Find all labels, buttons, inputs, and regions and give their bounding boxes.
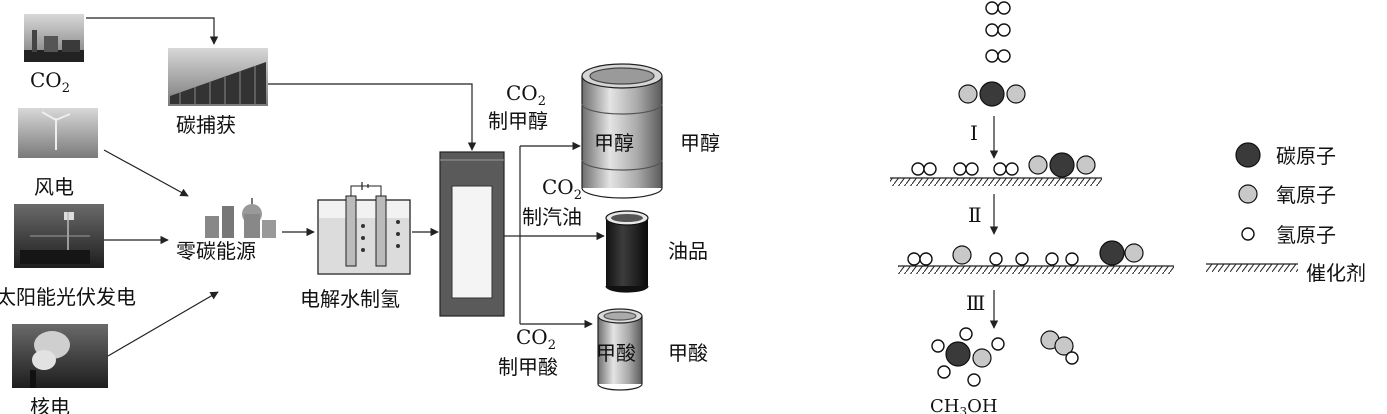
- hydrogen-atom: [997, 23, 1011, 37]
- carbon-atom: [979, 81, 1005, 107]
- catalyst-surface-2: [898, 265, 1174, 274]
- oxygen-atom: [952, 245, 972, 265]
- hydrogen-atom: [907, 252, 921, 266]
- legend-carbon-swatch: [1235, 142, 1261, 168]
- formic-acid-tank: [597, 308, 643, 391]
- hydrogen-atom: [965, 162, 979, 176]
- hydrogen-atom: [1005, 162, 1019, 176]
- solar-photo: [14, 204, 104, 268]
- legend: [1206, 142, 1298, 272]
- hydrogen-atom: [997, 49, 1011, 63]
- electrolysis-label: 电解水制氢: [300, 287, 400, 311]
- product-methanol: 甲醇: [680, 131, 720, 155]
- legend-carbon-label: 碳原子: [1276, 144, 1336, 168]
- oil-tank: [605, 210, 649, 293]
- step-3-label: Ⅲ: [966, 291, 985, 315]
- reactor: [439, 151, 505, 317]
- route-formic-co2: CO2: [516, 325, 556, 353]
- hydrogen-atom: [923, 162, 937, 176]
- product-formic: 甲酸: [668, 341, 708, 365]
- legend-hydrogen-label: 氢原子: [1276, 223, 1336, 247]
- product-formula: CH3OH: [930, 396, 998, 414]
- hydrogen-atom: [1065, 252, 1079, 266]
- solar-label: 太阳能光伏发电: [0, 285, 136, 309]
- hydrogen-atom: [937, 365, 951, 379]
- oxygen-atom: [1124, 243, 1144, 263]
- route-gasoline-co2: CO2: [542, 175, 582, 203]
- branch-arrows: [504, 141, 605, 329]
- route-formic-label: 制甲酸: [498, 355, 558, 379]
- carbon-atom: [1049, 152, 1075, 178]
- oxygen-atom: [1054, 336, 1074, 356]
- hydrogen-atom: [1045, 252, 1059, 266]
- carbon-atom: [1099, 240, 1125, 266]
- oxygen-atom: [1006, 84, 1026, 104]
- methanol-tank-label: 甲醇: [594, 131, 634, 155]
- route-methanol-label: 制甲醇: [488, 109, 548, 133]
- flow-arrows-left: [86, 17, 477, 357]
- legend-catalyst-swatch: [1206, 263, 1298, 272]
- oxygen-atom: [1076, 155, 1096, 175]
- hydrogen-atom: [989, 252, 1003, 266]
- carbon-atom: [945, 341, 971, 367]
- product-oil: 油品: [668, 239, 708, 263]
- catalyst-surface-1: [890, 177, 1102, 186]
- hydrogen-atom: [997, 1, 1011, 15]
- hydrogen-atom: [967, 373, 981, 387]
- hydrogen-atom: [1065, 351, 1079, 365]
- mechanism-diagram: [890, 1, 1174, 387]
- hydrogen-atom: [985, 1, 999, 15]
- wind-label: 风电: [34, 175, 74, 199]
- hydrogen-atom: [959, 327, 973, 341]
- hydrogen-atom: [985, 23, 999, 37]
- nuclear-photo: [12, 324, 108, 388]
- route-gasoline-label: 制汽油: [522, 205, 582, 229]
- formic-tank-label: 甲酸: [596, 341, 636, 365]
- hydrogen-atom: [911, 162, 925, 176]
- zero-carbon-label: 零碳能源: [176, 239, 256, 263]
- oxygen-atom: [958, 84, 978, 104]
- hydrogen-atom: [985, 49, 999, 63]
- co2-label: CO2: [30, 68, 70, 96]
- legend-catalyst-label: 催化剂: [1306, 261, 1366, 285]
- hydrogen-atom: [919, 252, 933, 266]
- electrolysis-cell: [317, 182, 411, 275]
- wind-photo: [18, 108, 98, 158]
- hydrogen-atom: [993, 162, 1007, 176]
- legend-hydrogen-swatch: [1241, 227, 1255, 241]
- hydrogen-atom: [953, 162, 967, 176]
- hydrogen-atom: [991, 337, 1005, 351]
- zero-carbon-city-icon: [205, 198, 276, 238]
- co2-factory-photo: [24, 14, 84, 62]
- step-1-label: Ⅰ: [970, 121, 978, 145]
- route-methanol-co2: CO2: [506, 81, 546, 109]
- legend-oxygen-swatch: [1238, 184, 1258, 204]
- step-2-label: Ⅱ: [968, 203, 982, 227]
- hydrogen-atom: [1015, 252, 1029, 266]
- methanol-tank: [581, 63, 663, 199]
- nuclear-label: 核电: [30, 395, 70, 414]
- legend-oxygen-label: 氧原子: [1276, 183, 1336, 207]
- oxygen-atom: [972, 348, 992, 368]
- hydrogen-atom: [931, 339, 945, 353]
- carbon-capture-label: 碳捕获: [176, 113, 236, 137]
- oxygen-atom: [1028, 155, 1048, 175]
- carbon-capture-photo: [168, 48, 268, 106]
